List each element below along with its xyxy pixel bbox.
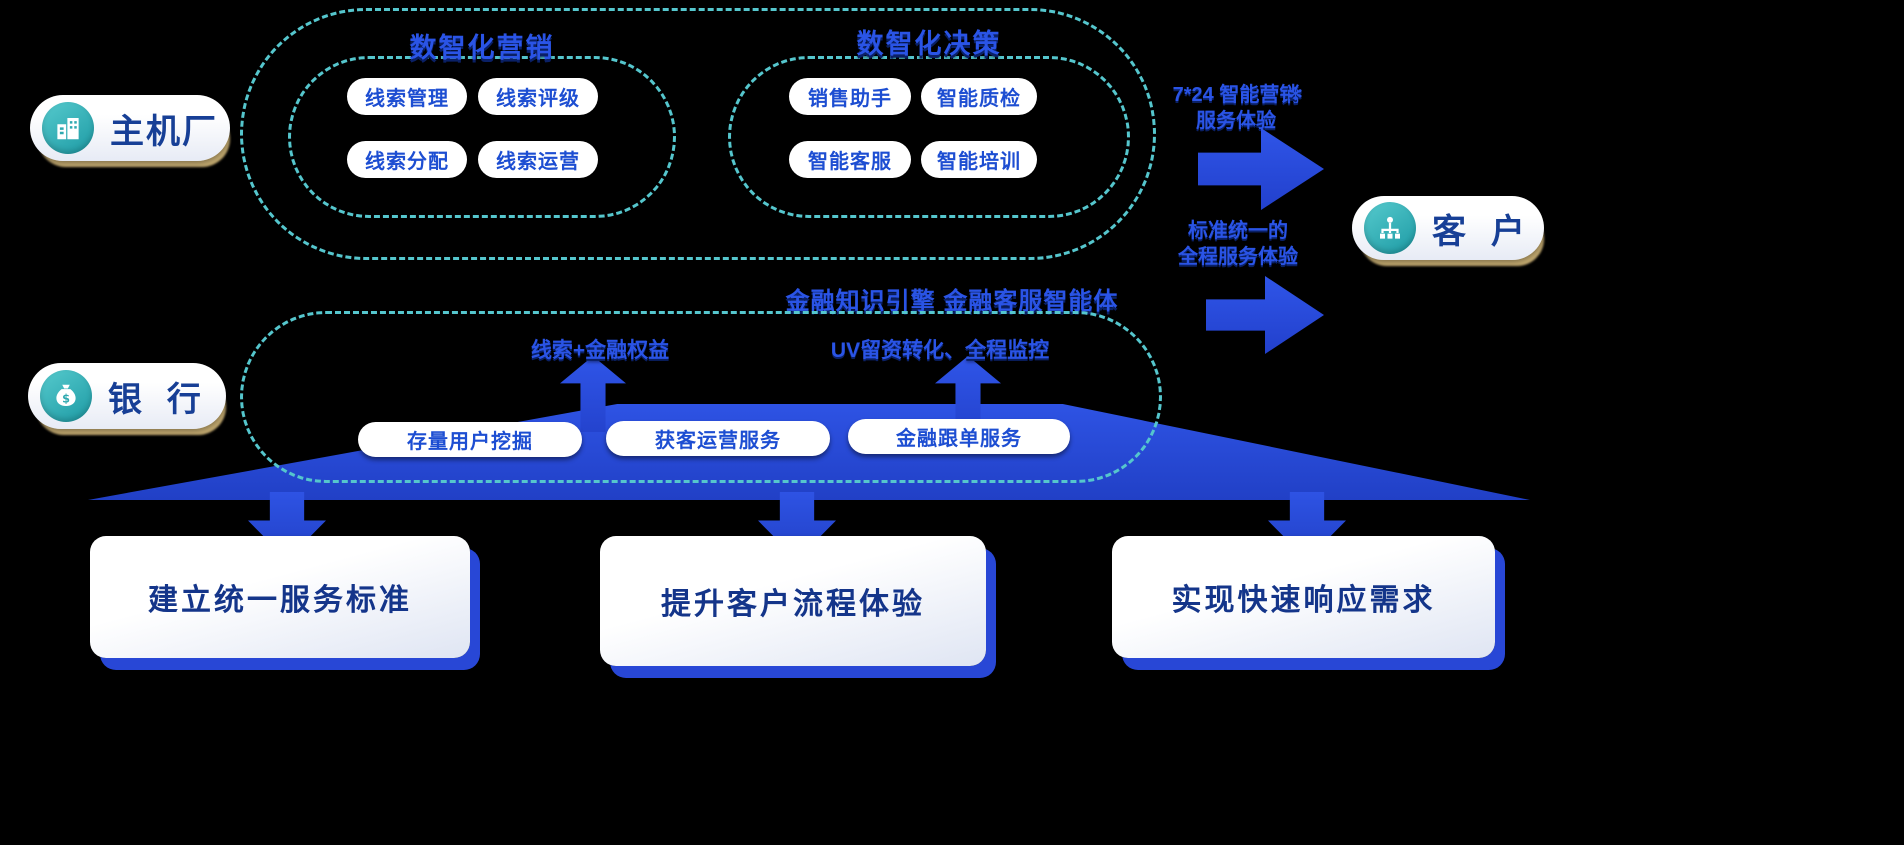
decision-group <box>728 56 1130 218</box>
bank-service-group <box>240 311 1162 483</box>
sparkle-icon: ✻ <box>1288 84 1304 104</box>
flow-arrow-top-line2: 服务体验 <box>1196 110 1276 132</box>
flow-arrow-bottom-line2: 全程服务体验 <box>1178 246 1298 268</box>
capability-pill: 销售助手 <box>789 78 911 115</box>
bank-flow-label-left: 线索+金融权益 <box>530 339 670 362</box>
actor-oem: 主机厂 <box>30 95 230 169</box>
actor-bank: $ 银 行 <box>28 363 226 437</box>
money-bag-icon: $ <box>40 370 92 422</box>
service-pill: 存量用户挖掘 <box>358 422 582 457</box>
actor-label: 银 行 <box>108 380 203 419</box>
capability-pill: 线索管理 <box>347 78 467 115</box>
capability-pill: 线索分配 <box>347 141 467 178</box>
flow-arrow-top-line1: 7*24 智能营销 <box>1172 84 1300 106</box>
marketing-group <box>288 56 676 218</box>
actor-label: 主机厂 <box>110 112 218 151</box>
flow-arrow-top-label: 7*24 智能营销 服务体验 <box>1158 82 1314 134</box>
finance-engine-caption: 金融知识引擎 金融客服智能体 <box>785 288 1119 315</box>
outcome-card: 实现快速响应需求 <box>1112 536 1495 658</box>
decision-title: 数智化决策 <box>856 29 1002 59</box>
service-pill: 金融跟单服务 <box>848 419 1070 454</box>
capability-pill: 智能培训 <box>921 141 1037 178</box>
oem-capability-group <box>240 8 1156 260</box>
marketing-title: 数智化营销 <box>409 33 555 63</box>
svg-text:$: $ <box>62 392 70 405</box>
capability-pill: 智能客服 <box>789 141 911 178</box>
building-icon <box>42 102 94 154</box>
flow-arrow-bottom <box>1206 276 1324 354</box>
flow-arrow-bottom-line1: 标准统一的 <box>1188 220 1288 242</box>
actor-customer: 客 户 <box>1352 196 1544 268</box>
org-chart-icon <box>1364 202 1416 254</box>
flow-arrow-bottom-label: 标准统一的 全程服务体验 <box>1160 218 1316 270</box>
service-pill: 获客运营服务 <box>606 421 830 456</box>
bank-flow-label-right: UV留资转化、全程监控 <box>830 339 1050 362</box>
actor-label: 客 户 <box>1432 212 1527 251</box>
outcome-card: 提升客户流程体验 <box>600 536 986 666</box>
outcome-card: 建立统一服务标准 <box>90 536 470 658</box>
capability-pill: 线索运营 <box>478 141 598 178</box>
flow-arrow-top <box>1198 128 1324 210</box>
capability-pill: 线索评级 <box>478 78 598 115</box>
capability-pill: 智能质检 <box>921 78 1037 115</box>
